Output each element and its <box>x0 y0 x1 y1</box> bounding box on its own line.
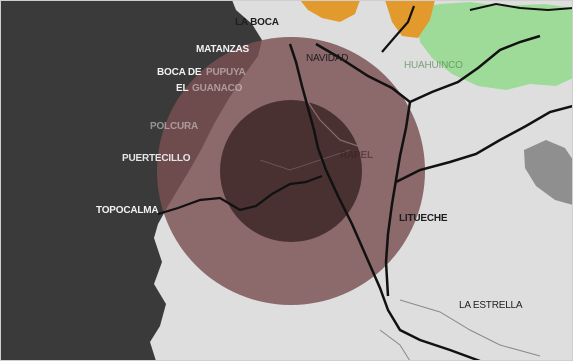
urban-area <box>524 140 573 205</box>
place-label-topocalma: TOPOCALMA <box>96 205 159 216</box>
place-label-puertecillo: PUERTECILLO <box>122 153 191 164</box>
secondary-road <box>399 299 541 357</box>
river-line-2 <box>259 149 351 171</box>
main-road-east <box>315 42 412 297</box>
main-road-east-branch <box>395 104 573 184</box>
place-label-la-estrella: LA ESTRELLA <box>459 300 523 311</box>
place-label-polcura: POLCURA <box>150 121 199 132</box>
main-road-to-coast <box>157 174 323 216</box>
river-line <box>269 59 401 171</box>
place-label-huahuinco: HUAHUINCO <box>404 60 463 71</box>
main-road-west <box>288 43 481 361</box>
place-label-matanzas: MATANZAS <box>196 44 250 55</box>
place-label-guanaco: GUANACO <box>192 83 243 94</box>
place-label-litueche: LITUECHE <box>399 213 448 224</box>
place-label-navidad: NAVIDAD <box>306 53 349 64</box>
place-label-el: EL <box>176 83 189 94</box>
place-label-pupuya: PUPUYA <box>206 67 246 78</box>
main-road-northeast <box>409 34 541 104</box>
orange-area <box>300 0 360 22</box>
secondary-road-2 <box>379 329 411 361</box>
place-label-rapel: RAPEL <box>340 150 373 161</box>
inner-radius-circle <box>220 100 362 242</box>
place-label-la-boca: LA BOCA <box>235 17 279 28</box>
place-label-boca-de: BOCA DE <box>157 67 202 78</box>
main-road-north <box>381 5 416 53</box>
forest-area <box>415 2 573 90</box>
main-road-top-right <box>469 2 573 12</box>
